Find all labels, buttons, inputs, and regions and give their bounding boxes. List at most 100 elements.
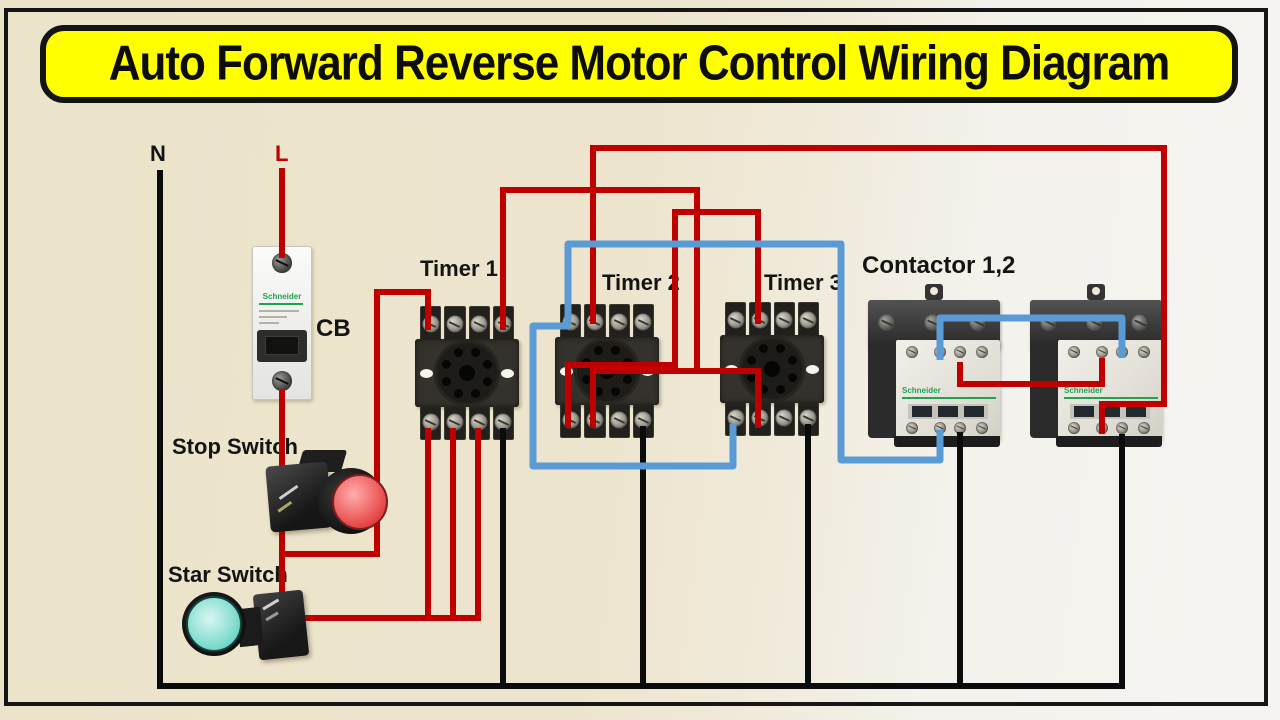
terminal-screw-icon <box>422 413 440 431</box>
pin-hole <box>610 346 620 356</box>
terminal-block <box>608 402 630 438</box>
status-slot <box>1074 406 1094 417</box>
center-hole <box>599 363 615 379</box>
socket-body <box>415 339 519 407</box>
terminal-screw-icon <box>634 313 652 331</box>
cb-print <box>259 316 287 318</box>
pin-hole <box>775 384 785 394</box>
pin-hole <box>582 374 592 384</box>
terminal-strip <box>560 402 654 438</box>
terminal-screw-icon <box>446 315 464 333</box>
coil-terminal-screw-bottom <box>954 422 966 434</box>
contactor2: Schneider <box>1030 284 1162 448</box>
terminal-screw-icon <box>586 411 604 429</box>
terminal-block <box>468 306 490 342</box>
terminal-block <box>584 402 606 438</box>
mounting-slot <box>501 369 514 378</box>
mounting-slot <box>806 365 819 374</box>
star-switch <box>182 580 310 672</box>
terminal-screw-icon <box>494 315 512 333</box>
pin-hole <box>610 386 620 396</box>
label-timer1: Timer 1 <box>420 256 498 281</box>
coil-terminal-screw-top <box>1116 346 1128 358</box>
contactor-side-panel <box>868 346 898 438</box>
star-switch-marking <box>262 598 280 611</box>
label-cb: CB <box>316 315 351 342</box>
terminal-strip <box>420 404 514 440</box>
terminal-block <box>468 404 490 440</box>
coil-terminal-screw-bottom <box>1116 422 1128 434</box>
center-hole <box>459 365 475 381</box>
contactor-brand-text: Schneider <box>902 386 941 395</box>
coil-terminal-screw-top <box>1096 346 1108 358</box>
timer1-socket <box>415 306 519 440</box>
pin-hole <box>582 358 592 368</box>
pin-hole <box>454 348 464 358</box>
terminal-screw-icon <box>422 315 440 333</box>
terminal-screw-icon <box>775 311 793 329</box>
terminal-block <box>560 304 582 340</box>
terminal-screw-icon <box>610 411 628 429</box>
terminal-block <box>725 400 747 436</box>
star-switch-marking <box>265 611 279 622</box>
stop-switch <box>258 448 400 544</box>
contactor-brand-line <box>902 397 996 399</box>
pin-hole <box>470 348 480 358</box>
terminal-strip <box>560 304 654 340</box>
power-screw-icon <box>924 314 942 332</box>
pin-hole <box>759 344 769 354</box>
pin-hole <box>442 376 452 386</box>
pin-hole <box>787 372 797 382</box>
timer3-socket <box>720 302 824 436</box>
terminal-screw-icon <box>586 313 604 331</box>
socket-body <box>555 337 659 405</box>
pin-hole <box>482 376 492 386</box>
contactor-face: Schneider <box>896 340 1000 440</box>
terminal-screw-icon <box>494 413 512 431</box>
power-screw-icon <box>1086 314 1104 332</box>
pin-hole <box>787 356 797 366</box>
status-window <box>1070 404 1150 419</box>
mounting-slot <box>641 367 654 376</box>
terminal-screw-icon <box>727 311 745 329</box>
power-screw-icon <box>969 314 987 332</box>
contactor-base <box>894 436 1000 447</box>
stop-button-red <box>332 474 388 530</box>
terminal-block <box>492 306 514 342</box>
label-line: L <box>275 141 289 166</box>
terminal-block <box>420 404 442 440</box>
terminal-block <box>773 302 795 338</box>
terminal-block <box>608 304 630 340</box>
status-slot <box>938 406 958 417</box>
pin-hole <box>747 372 757 382</box>
terminal-screw-icon <box>470 315 488 333</box>
relay-pin-ring <box>739 336 805 402</box>
pin-hole <box>622 358 632 368</box>
cb-top-terminal <box>272 253 292 273</box>
terminal-block <box>560 402 582 438</box>
terminal-strip <box>420 306 514 342</box>
terminal-block <box>632 402 654 438</box>
power-screw-icon <box>878 314 896 332</box>
mounting-slot <box>560 367 573 376</box>
terminal-block <box>797 302 819 338</box>
terminal-strip <box>725 400 819 436</box>
coil-terminal-screw-bottom <box>934 422 946 434</box>
cb-toggle-lever <box>265 336 299 355</box>
coil-terminal-screw-top <box>976 346 988 358</box>
status-slot <box>912 406 932 417</box>
terminal-screw-icon <box>751 311 769 329</box>
mounting-tab <box>925 284 943 300</box>
cb-bottom-terminal <box>272 371 292 391</box>
mounting-slot <box>420 369 433 378</box>
terminal-screw-icon <box>610 313 628 331</box>
terminal-block <box>773 400 795 436</box>
mounting-slot <box>725 365 738 374</box>
coil-terminal-screw-bottom <box>1068 422 1080 434</box>
pin-hole <box>775 344 785 354</box>
label-neutral: N <box>150 141 166 166</box>
cb-print <box>259 310 299 312</box>
contactor-face: Schneider <box>1058 340 1162 440</box>
stop-switch-marking <box>277 500 293 513</box>
